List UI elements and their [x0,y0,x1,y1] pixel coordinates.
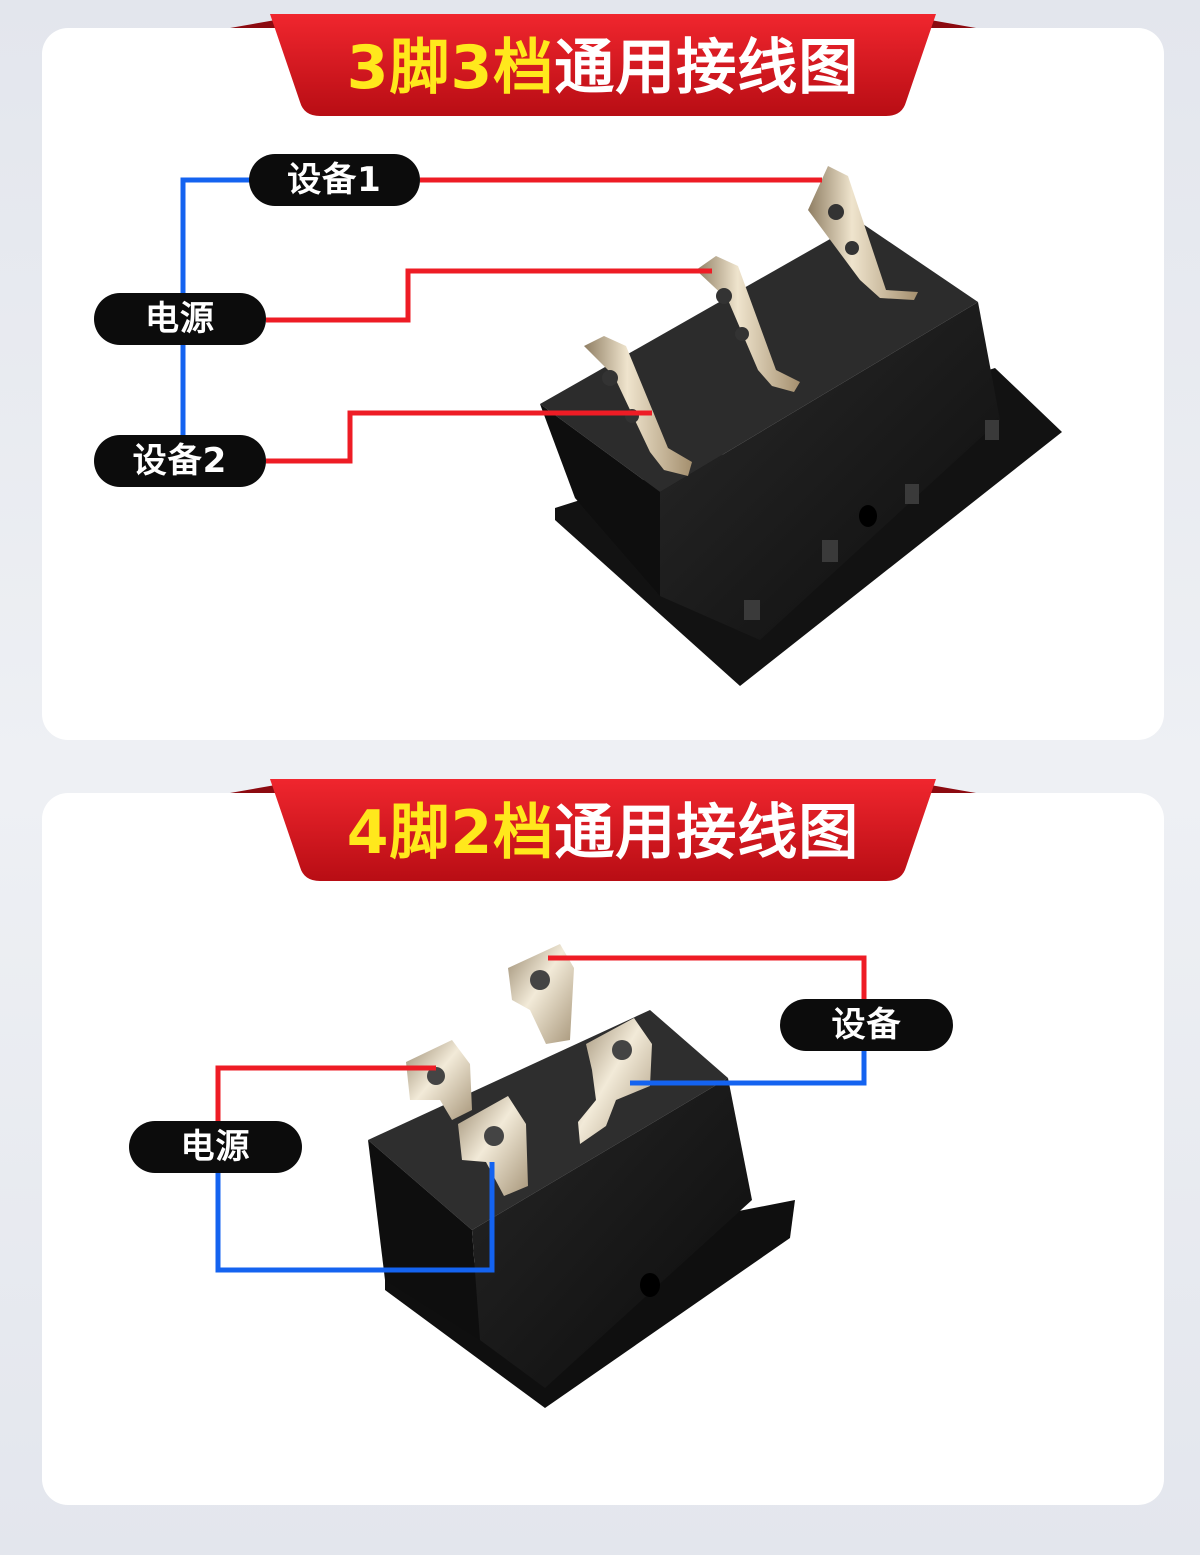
title-highlight: 4脚2档 [346,798,555,868]
label-device1: 设备1 [249,154,420,206]
terminal-front [458,1096,528,1196]
wiring-diagram-3pin [103,177,822,466]
wire-blue-power [215,1162,495,1273]
terminal-1 [808,166,918,300]
label-device2: 设备2 [94,435,266,487]
title-highlight: 3脚3档 [346,33,555,103]
terminal-top [508,944,574,1044]
terminal-right [578,1018,652,1144]
wire-red-3 [266,410,652,464]
label-device: 设备 [780,999,953,1051]
label-power: 电源 [129,1121,302,1173]
section-banner-3pin: 3脚3档通用接线图 [230,14,976,136]
terminal-left [406,1040,472,1120]
title-rest: 通用接线图 [554,798,860,868]
wire-red-power [215,1065,436,1122]
terminal-2 [696,256,800,392]
wire-red-device [548,955,867,1000]
section-banner-4pin: 4脚2档通用接线图 [230,779,976,901]
section-title: 3脚3档通用接线图 [230,28,976,108]
title-rest: 通用接线图 [554,33,860,103]
rocker-switch-3pin [540,166,1062,686]
wire-blue-device [630,1050,867,1086]
section-title: 4脚2档通用接线图 [230,793,976,873]
label-power: 电源 [94,293,266,345]
wire-red-2 [266,268,712,323]
